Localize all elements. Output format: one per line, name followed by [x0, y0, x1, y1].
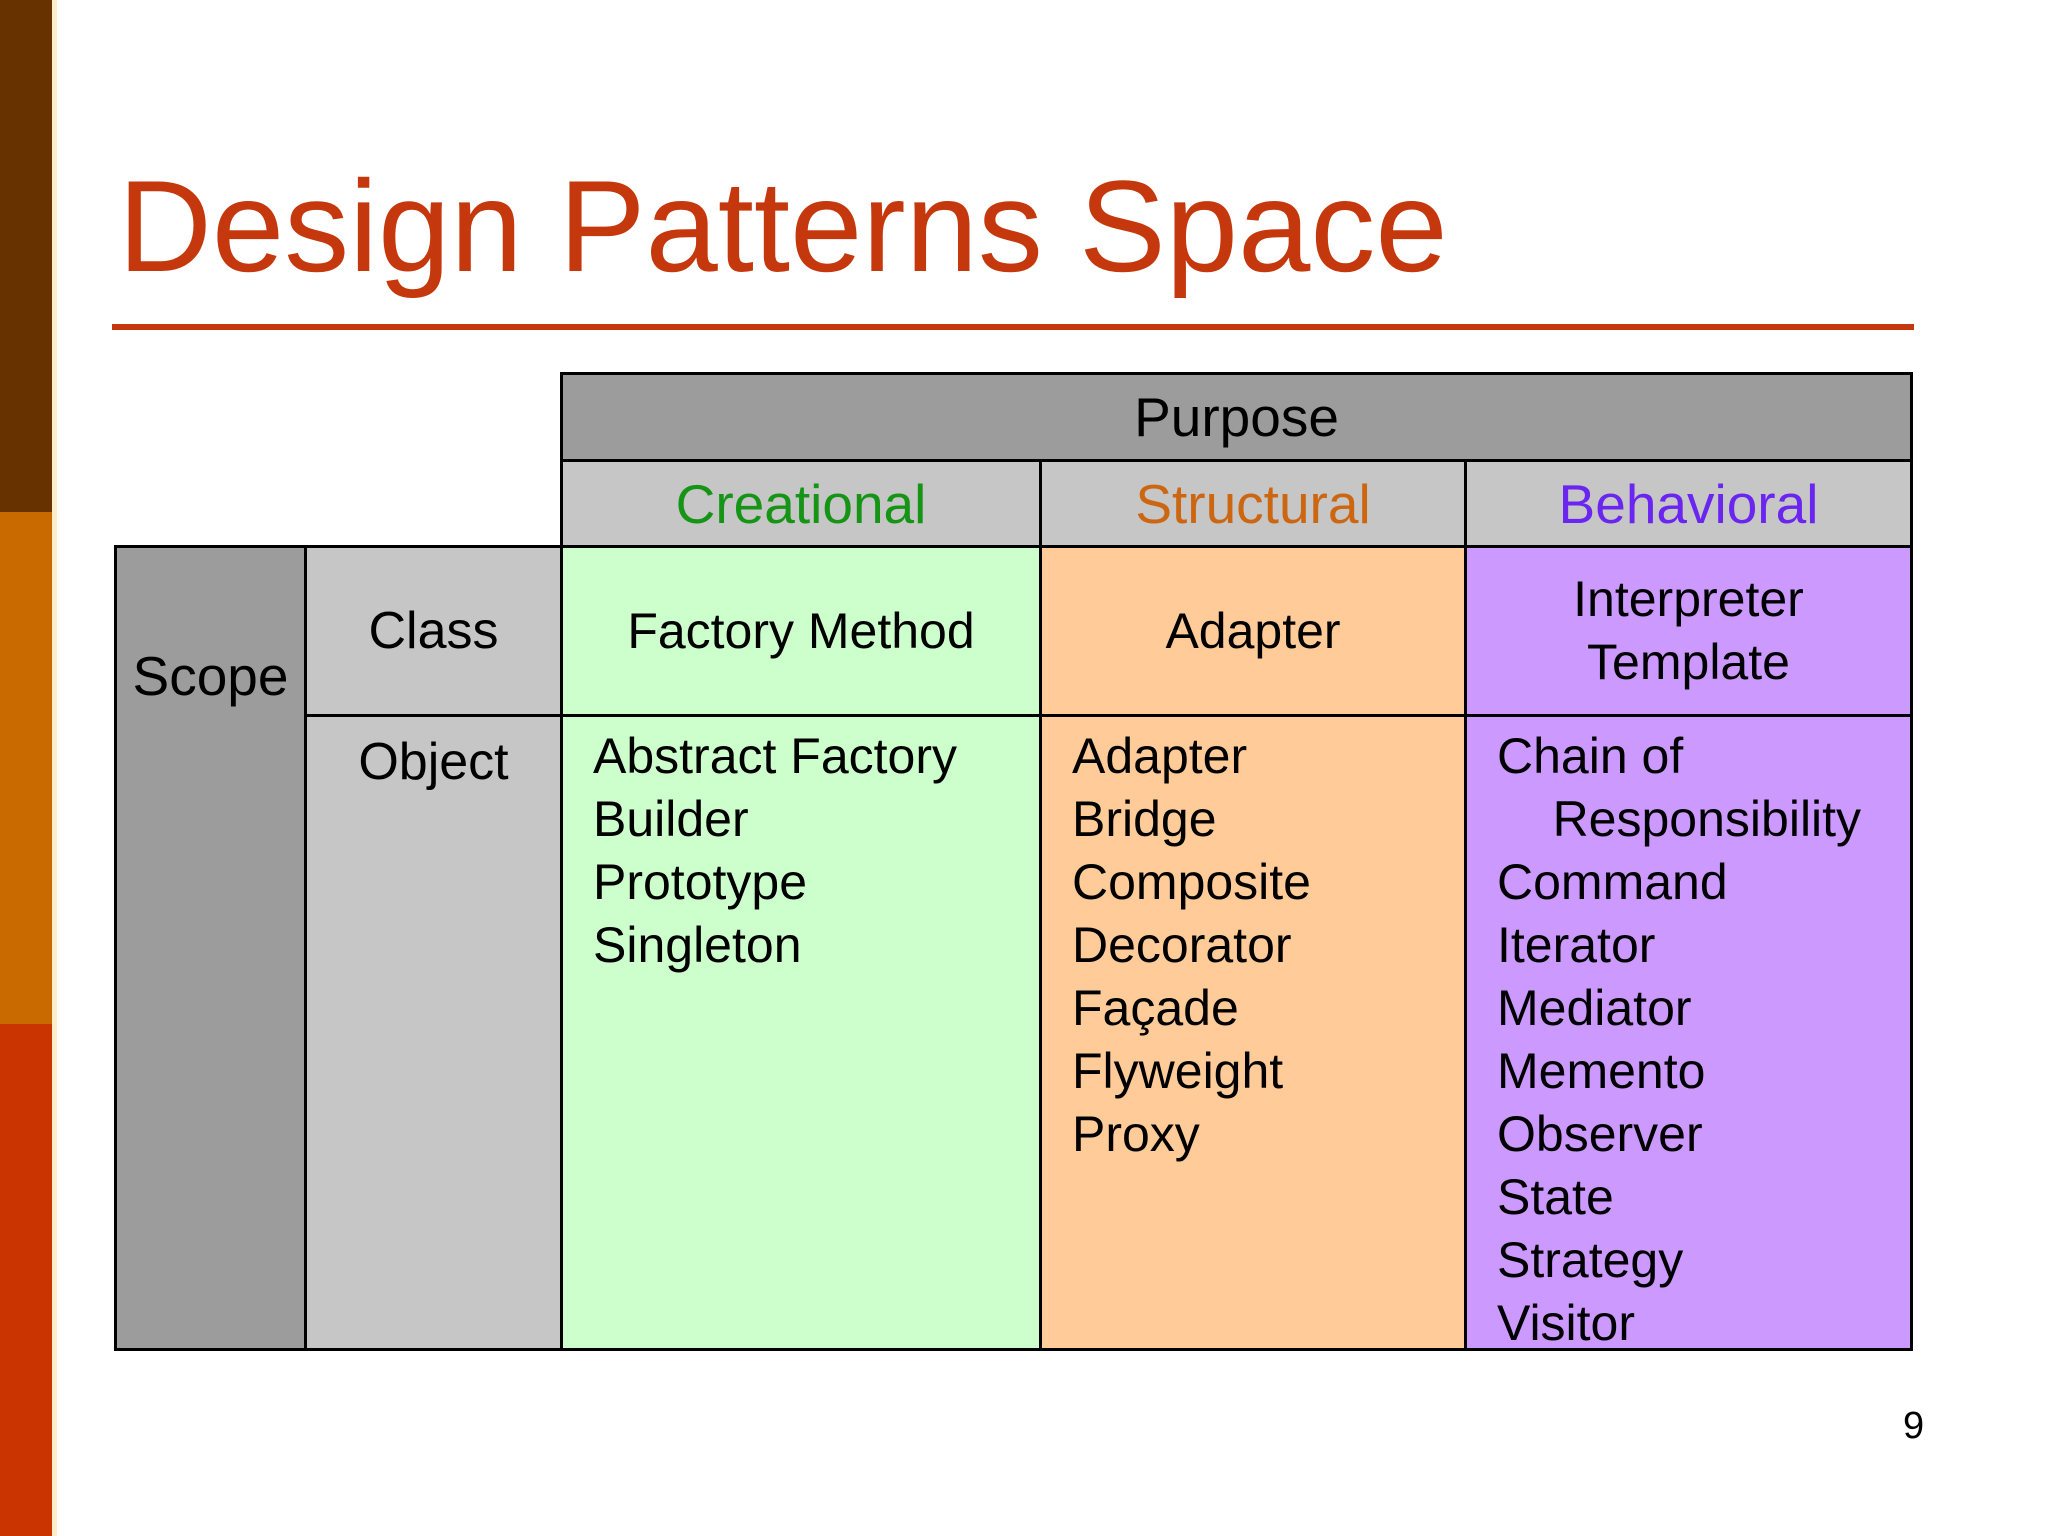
cell-class-creational: Factory Method — [563, 548, 1039, 714]
row-header-class: Class — [307, 548, 560, 714]
patterns-table-body: Scope Class Object Factory Method Adapte… — [114, 545, 1913, 1351]
left-accent-bar-middle — [0, 512, 52, 1024]
patterns-table-header: Purpose Creational Structural Behavioral — [560, 372, 1913, 548]
cell-class-structural: Adapter — [1042, 548, 1464, 714]
row-header-object: Object — [307, 717, 560, 1348]
column-header-structural: Structural — [1042, 462, 1464, 545]
column-header-creational: Creational — [563, 462, 1039, 545]
title-underline — [112, 324, 1914, 330]
cell-object-behavioral: Chain of Responsibility Command Iterator… — [1467, 717, 1910, 1351]
cell-object-structural: Adapter Bridge Composite Decorator Façad… — [1042, 717, 1464, 1348]
cell-class-behavioral: Interpreter Template — [1467, 548, 1910, 714]
page-title: Design Patterns Space — [118, 153, 1448, 299]
column-header-behavioral: Behavioral — [1467, 462, 1910, 545]
purpose-header-cell: Purpose — [563, 375, 1910, 459]
left-accent-bar-top — [0, 0, 52, 512]
page-number: 9 — [1903, 1405, 1925, 1447]
left-accent-stripe — [52, 0, 57, 1536]
left-accent-bar-bottom — [0, 1024, 52, 1536]
scope-header-cell: Scope — [117, 548, 304, 1348]
cell-object-creational: Abstract Factory Builder Prototype Singl… — [563, 717, 1039, 1348]
